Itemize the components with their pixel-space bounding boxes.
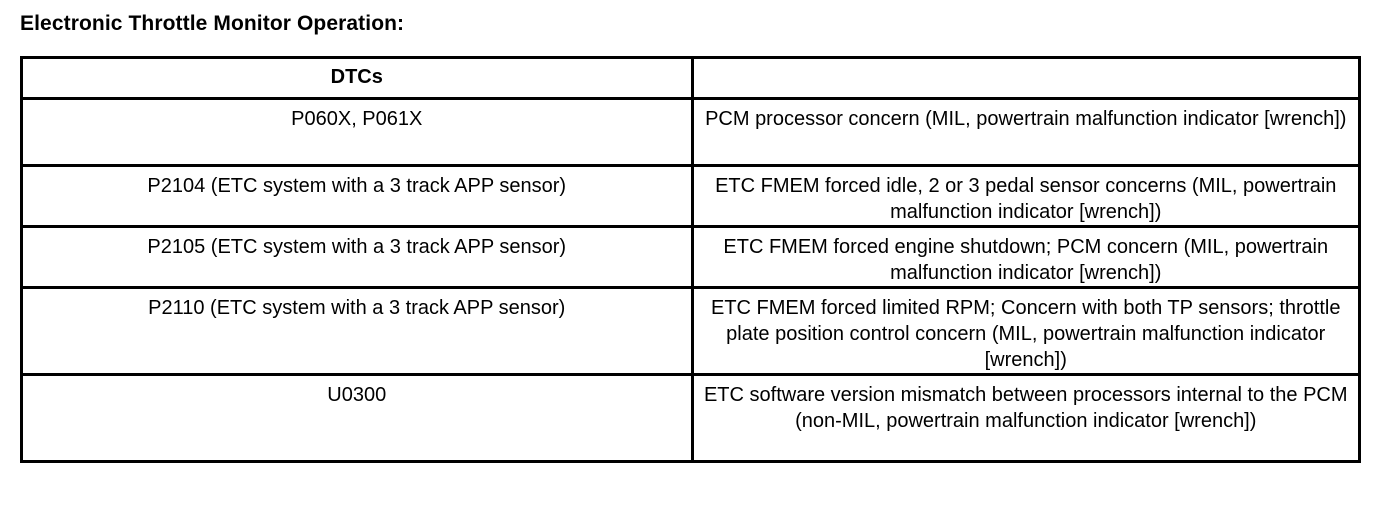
table-row: U0300 ETC software version mismatch betw… [20, 373, 1361, 463]
description-text: ETC FMEM forced limited RPM; Concern wit… [711, 297, 1341, 371]
dtc-cell: U0300 [20, 373, 694, 463]
page-title: Electronic Throttle Monitor Operation: [20, 12, 405, 35]
dtc-code-text: P2105 (ETC system with a 3 track APP sen… [147, 236, 567, 258]
description-cell: PCM processor concern (MIL, powertrain m… [690, 97, 1361, 167]
dtc-code-text: P060X, P061X [291, 108, 423, 130]
dtc-cell: P060X, P061X [20, 97, 694, 167]
description-cell: ETC FMEM forced idle, 2 or 3 pedal senso… [690, 164, 1361, 228]
description-cell: ETC FMEM forced limited RPM; Concern wit… [690, 286, 1361, 376]
column-header-description-label [694, 59, 1359, 72]
table-row: P2110 (ETC system with a 3 track APP sen… [20, 286, 1361, 376]
column-header-description [690, 56, 1361, 100]
dtc-cell: P2104 (ETC system with a 3 track APP sen… [20, 164, 694, 228]
column-header-dtcs-label: DTCs [330, 66, 383, 88]
column-header-dtcs: DTCs [20, 56, 694, 100]
dtc-cell: P2110 (ETC system with a 3 track APP sen… [20, 286, 694, 376]
description-text: ETC FMEM forced idle, 2 or 3 pedal senso… [715, 175, 1337, 223]
dtc-table: DTCs P060X, P061X PCM processor concern … [20, 56, 1361, 463]
dtc-cell: P2105 (ETC system with a 3 track APP sen… [20, 225, 694, 289]
table-header-row: DTCs [20, 56, 1361, 100]
dtc-code-text: U0300 [327, 384, 387, 406]
description-text: PCM processor concern (MIL, powertrain m… [705, 108, 1347, 130]
table-row: P2105 (ETC system with a 3 track APP sen… [20, 225, 1361, 289]
description-cell: ETC FMEM forced engine shutdown; PCM con… [690, 225, 1361, 289]
table-row: P060X, P061X PCM processor concern (MIL,… [20, 97, 1361, 167]
dtc-code-text: P2104 (ETC system with a 3 track APP sen… [147, 175, 567, 197]
table-row: P2104 (ETC system with a 3 track APP sen… [20, 164, 1361, 228]
dtc-code-text: P2110 (ETC system with a 3 track APP sen… [148, 297, 566, 319]
description-cell: ETC software version mismatch between pr… [690, 373, 1361, 463]
description-text: ETC FMEM forced engine shutdown; PCM con… [723, 236, 1329, 284]
description-text: ETC software version mismatch between pr… [703, 384, 1348, 432]
